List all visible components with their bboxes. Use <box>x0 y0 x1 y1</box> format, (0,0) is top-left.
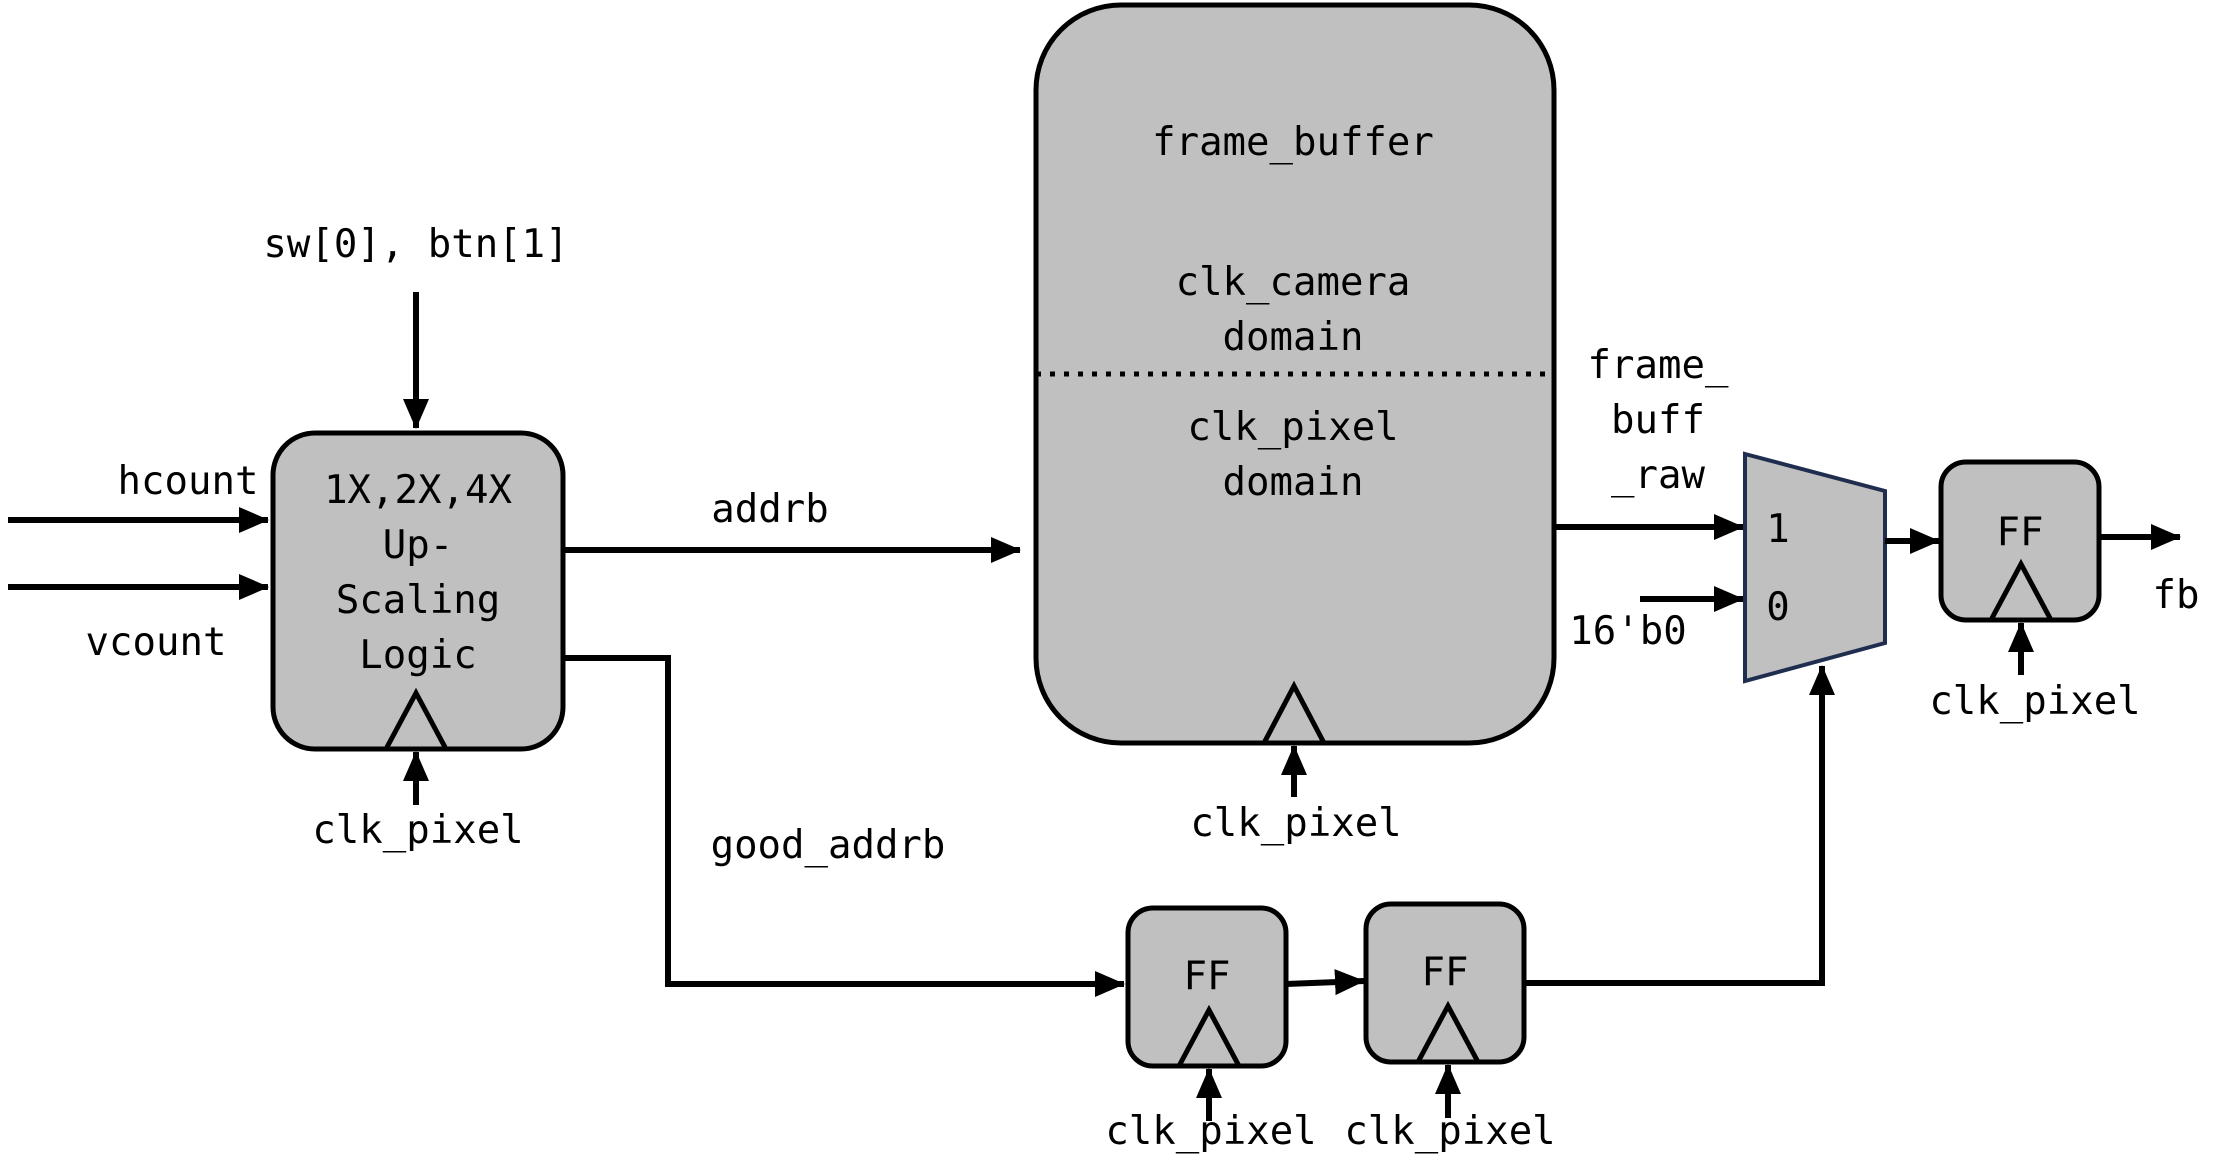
mux-input-0-label: 0 <box>1766 585 1789 630</box>
clk-pixel-upscaling-label: clk_pixel <box>312 808 523 853</box>
frame-buffer-box <box>1033 2 1557 746</box>
clk-pixel-frame-buffer-label: clk_pixel <box>1190 801 1401 846</box>
clock-triangle-icon <box>1261 680 1327 745</box>
multiplexer: 1 0 <box>1743 451 1887 684</box>
clock-triangle-icon <box>1415 1000 1481 1064</box>
clk-pixel-ff-1-label: clk_pixel <box>1105 1109 1316 1154</box>
frame-buff-raw-label-line2: buff <box>1611 398 1705 443</box>
mux-shape <box>1743 451 1887 684</box>
frame-buffer-title: frame_buffer <box>1152 120 1434 165</box>
ff-2-box <box>1363 901 1527 1065</box>
frame-buff-raw-label-line1: frame_ <box>1588 343 1729 388</box>
ff-1-box <box>1125 905 1289 1069</box>
clk-pixel-domain-label: clk_pixel <box>1187 405 1398 450</box>
clk-pixel-ff-out-label: clk_pixel <box>1929 679 2140 724</box>
upscaling-logic-block: 1X,2X,4X Up- Scaling Logic clk_pixel <box>270 430 566 853</box>
good-addrb-label: good_addrb <box>711 823 946 868</box>
pixel-domain-label: domain <box>1223 460 1364 505</box>
upscaling-label-line1: 1X,2X,4X <box>324 468 512 513</box>
clock-triangle-icon <box>1988 558 2054 622</box>
output-flip-flop: FF clk_pixel <box>1929 459 2141 724</box>
ff-2-label: FF <box>1422 950 1469 995</box>
sw-btn-label: sw[0], btn[1] <box>263 222 568 267</box>
upscaling-logic-box <box>270 430 566 752</box>
vcount-label: vcount <box>86 620 227 665</box>
select-wire <box>1523 665 1835 986</box>
clk-pixel-ff-2-label: clk_pixel <box>1344 1109 1555 1154</box>
upscaling-label-line2: Up- <box>383 523 453 568</box>
upscaling-label-line4: Logic <box>359 633 476 678</box>
addrb-label: addrb <box>711 487 828 532</box>
clock-triangle-icon <box>1176 1004 1242 1068</box>
flip-flop-1: FF clk_pixel <box>1105 905 1317 1154</box>
camera-domain-label: domain <box>1223 315 1364 360</box>
flip-flop-2: FF clk_pixel <box>1344 901 1556 1154</box>
clock-triangle-icon <box>383 687 449 751</box>
frame-buff-raw-label-line3: _raw <box>1611 453 1705 498</box>
upscaling-label-line3: Scaling <box>336 578 500 623</box>
ff-1-label: FF <box>1184 954 1231 999</box>
clk-camera-label: clk_camera <box>1176 260 1411 305</box>
mux-input-1-label: 1 <box>1766 507 1789 552</box>
fb-label: fb <box>2153 573 2200 618</box>
hcount-label: hcount <box>118 459 259 504</box>
frame-buffer-block: frame_buffer clk_camera domain clk_pixel… <box>1033 2 1557 846</box>
ff-chain-arrow <box>1285 969 1365 996</box>
ff-out-box <box>1938 459 2102 623</box>
ff-out-label: FF <box>1997 510 2044 555</box>
zero-const-label: 16'b0 <box>1569 609 1686 654</box>
good-addrb-wire <box>563 655 1125 997</box>
